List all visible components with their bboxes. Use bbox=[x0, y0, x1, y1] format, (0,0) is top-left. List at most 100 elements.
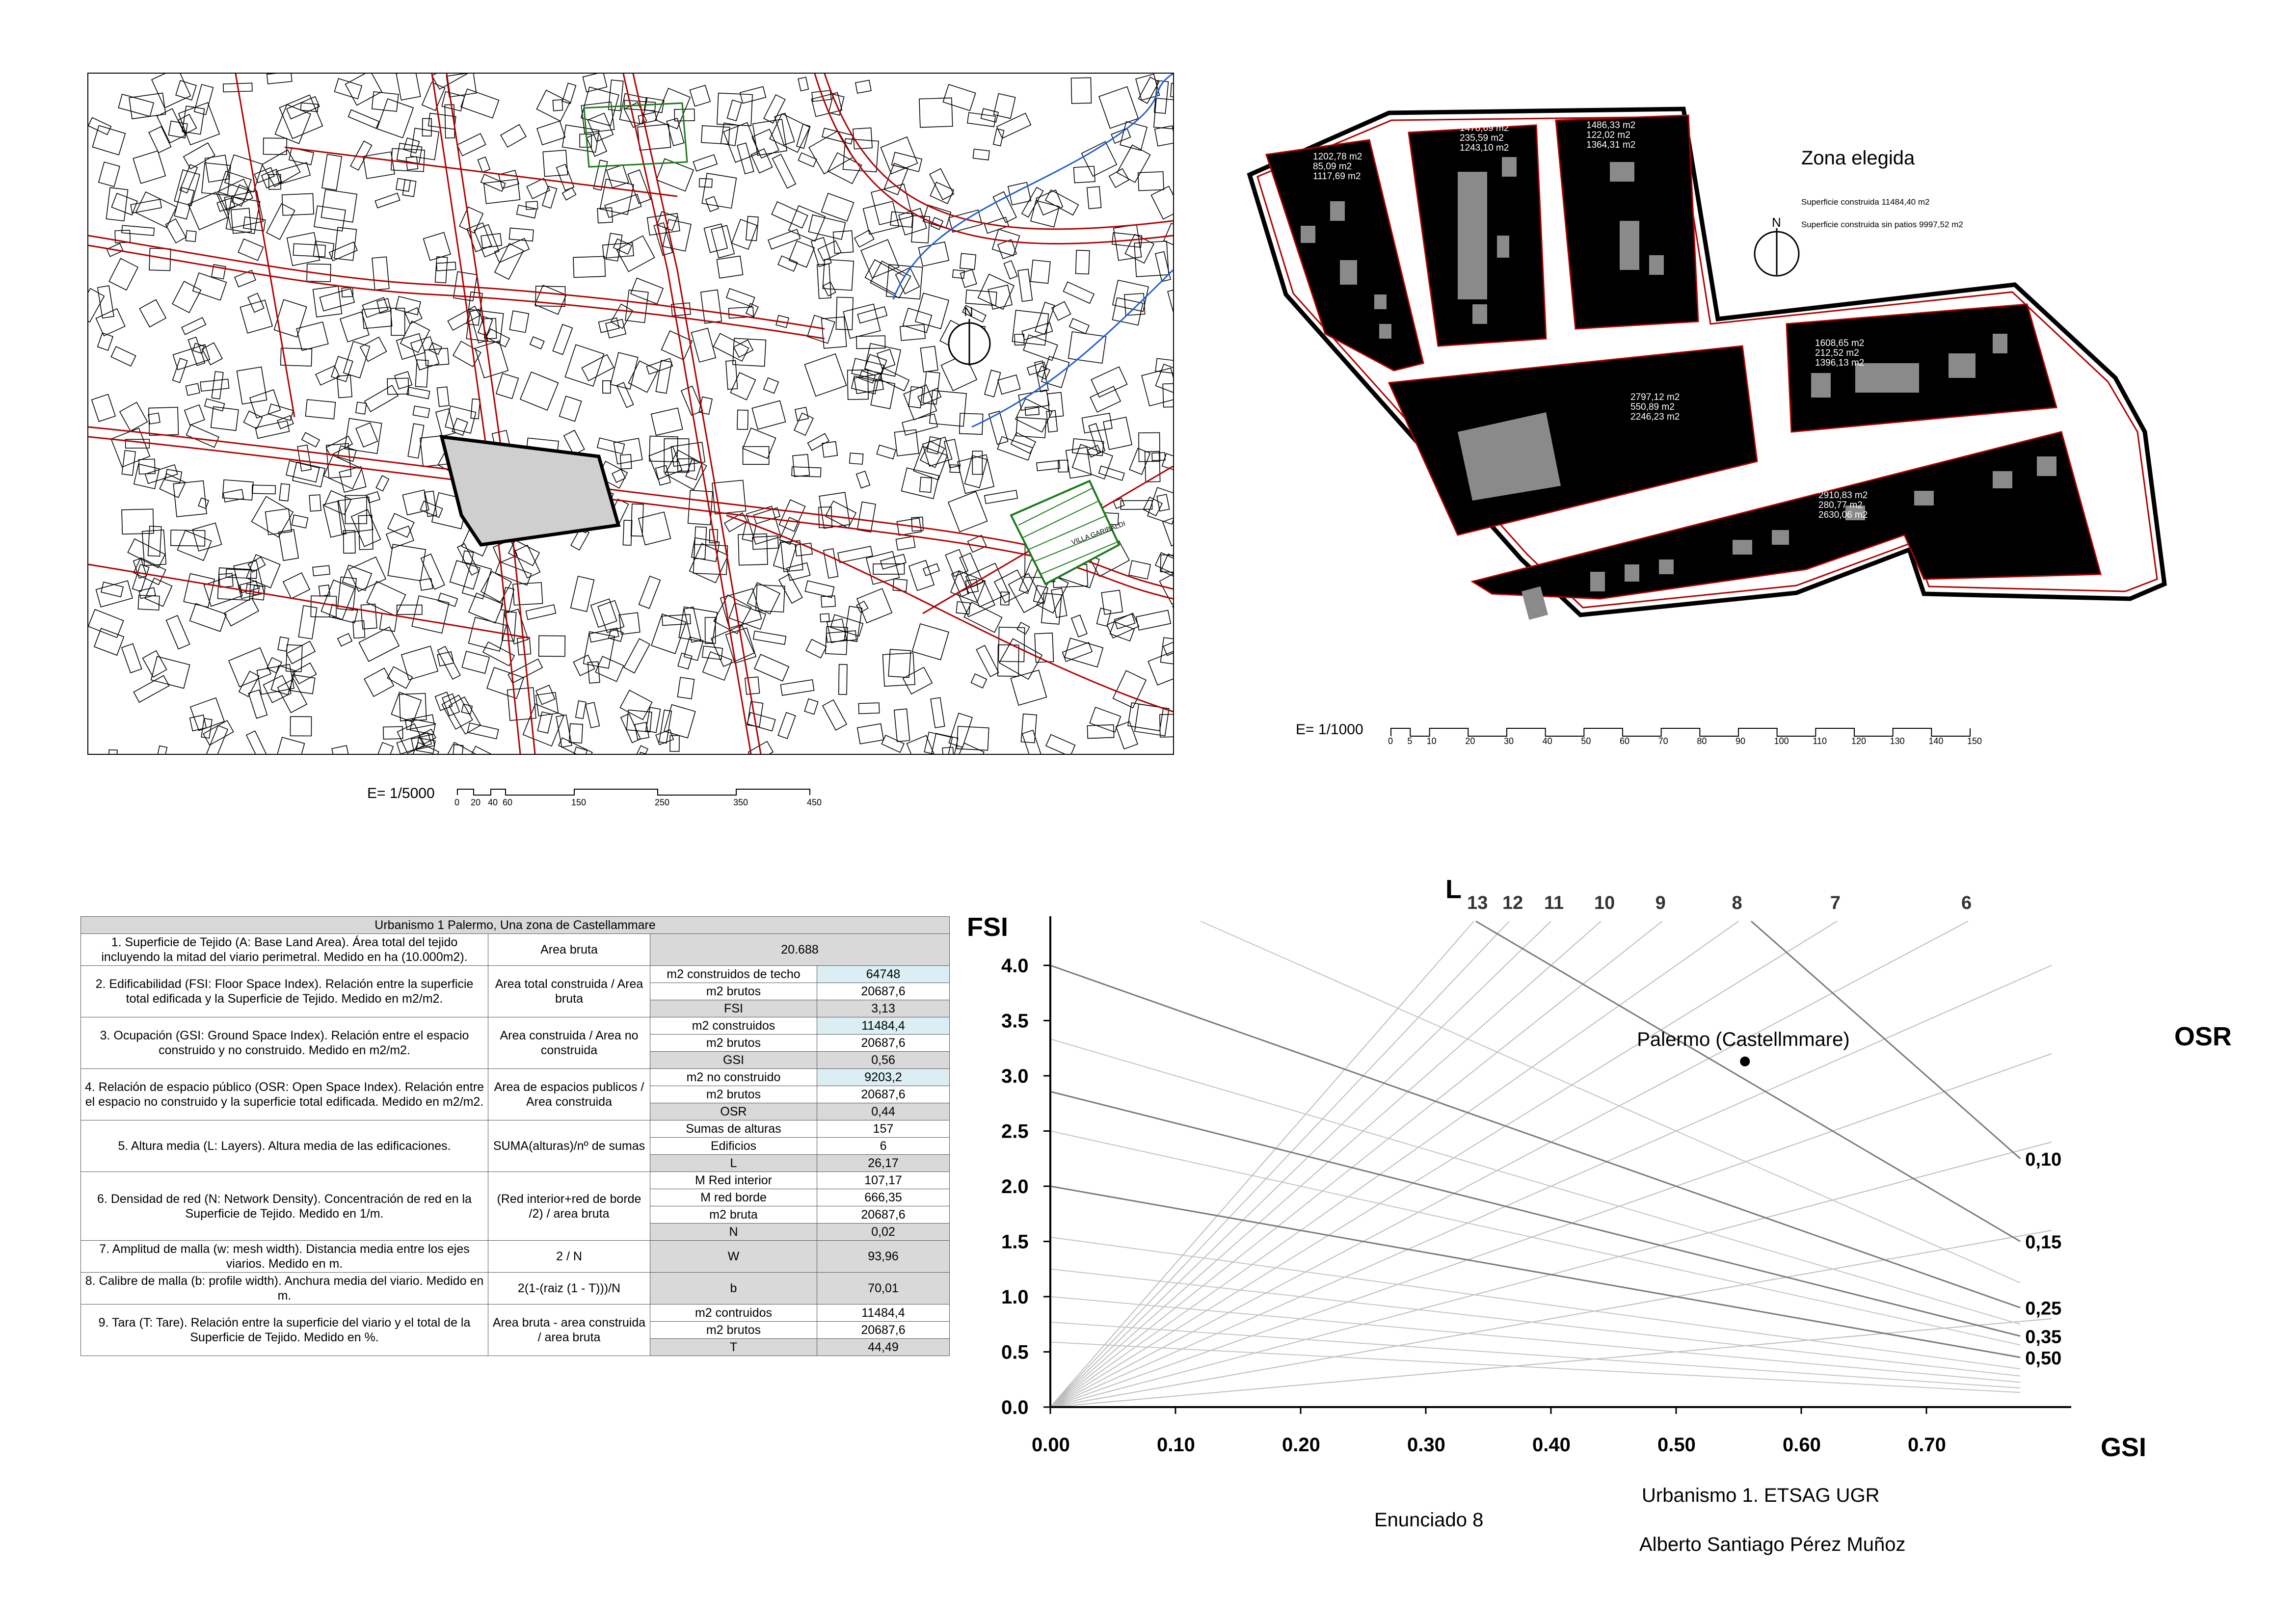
map-building bbox=[908, 559, 935, 591]
map-building bbox=[277, 636, 290, 652]
map-building bbox=[282, 572, 311, 599]
map-building bbox=[552, 323, 573, 355]
l-line bbox=[1050, 921, 1474, 1408]
map-building bbox=[1167, 285, 1173, 322]
map-building bbox=[1112, 670, 1147, 709]
map-building bbox=[1159, 713, 1173, 738]
map-building bbox=[808, 130, 854, 175]
zone-drawing: N bbox=[1247, 106, 2167, 620]
map-building bbox=[922, 563, 940, 577]
map-building bbox=[139, 299, 167, 328]
map-building bbox=[204, 155, 230, 183]
map-building bbox=[878, 367, 910, 392]
map-building bbox=[256, 664, 295, 695]
map-building bbox=[610, 303, 634, 329]
map-building bbox=[1163, 222, 1173, 249]
map-building bbox=[1138, 432, 1160, 462]
map-building bbox=[509, 310, 530, 333]
map-building bbox=[144, 577, 173, 607]
map-building bbox=[880, 136, 918, 175]
map-building bbox=[737, 409, 749, 430]
map-building bbox=[855, 80, 872, 94]
map-building bbox=[298, 605, 318, 639]
zone-scale-tick: 120 bbox=[1851, 736, 1867, 746]
map-building bbox=[980, 108, 999, 123]
palermo-point-label: Palermo (Castellmmare) bbox=[1637, 1029, 1849, 1050]
map-building bbox=[179, 164, 198, 194]
map-building bbox=[437, 645, 461, 680]
map-building bbox=[683, 606, 701, 643]
map-building bbox=[710, 624, 755, 667]
map-building bbox=[1068, 318, 1090, 334]
map-building bbox=[691, 537, 720, 562]
map-building bbox=[713, 333, 749, 362]
map-building bbox=[913, 446, 948, 480]
osr-line bbox=[1050, 1130, 2021, 1346]
l-line bbox=[1050, 921, 1969, 1408]
map-building bbox=[376, 98, 414, 138]
l-line bbox=[1050, 921, 1838, 1408]
map-building bbox=[267, 403, 294, 421]
map-building bbox=[1116, 144, 1151, 183]
map-streets bbox=[88, 74, 1173, 754]
map-building bbox=[680, 385, 703, 416]
map-building bbox=[608, 628, 624, 642]
map-building bbox=[359, 336, 387, 362]
map-building bbox=[967, 112, 996, 128]
map-building bbox=[340, 311, 370, 343]
map-building bbox=[383, 726, 403, 740]
map-building bbox=[638, 511, 671, 546]
map-building bbox=[337, 374, 352, 399]
y-tick-label: 2.5 bbox=[1001, 1121, 1029, 1143]
map-building bbox=[919, 97, 953, 128]
zone-scale-tick: 50 bbox=[1581, 736, 1591, 746]
map-building bbox=[835, 296, 854, 330]
map-building bbox=[165, 218, 187, 244]
map-building bbox=[870, 260, 911, 299]
map-building bbox=[638, 111, 658, 125]
map-building bbox=[822, 128, 854, 145]
l-line bbox=[1050, 1053, 2052, 1408]
map-building bbox=[705, 196, 719, 213]
map-building bbox=[502, 611, 517, 642]
map-building bbox=[864, 259, 906, 294]
map-building bbox=[1021, 186, 1044, 218]
map-building bbox=[855, 470, 871, 489]
map-building bbox=[222, 489, 244, 503]
map-building bbox=[940, 353, 978, 392]
map-building bbox=[608, 80, 624, 111]
map-building bbox=[804, 353, 847, 397]
map-building bbox=[247, 556, 266, 573]
map-building bbox=[618, 612, 641, 635]
y-tick-label: 3.5 bbox=[1001, 1011, 1029, 1032]
map-building bbox=[998, 638, 1043, 680]
map-drawing: N VILLA GARIBALDI bbox=[88, 74, 1173, 754]
map-building bbox=[376, 298, 392, 314]
map-building bbox=[1134, 240, 1169, 277]
zone-scale-tick: 30 bbox=[1504, 736, 1514, 746]
map-building bbox=[575, 700, 587, 719]
zone-scale-tick: 40 bbox=[1542, 736, 1552, 746]
zone-scale-tick: 90 bbox=[1735, 736, 1746, 746]
map-building bbox=[786, 562, 811, 581]
map-building bbox=[693, 544, 728, 575]
map-building bbox=[1024, 406, 1040, 416]
map-building bbox=[587, 112, 614, 142]
map-building bbox=[582, 74, 608, 93]
map-building bbox=[1068, 331, 1107, 364]
map-building bbox=[462, 550, 474, 564]
map-building bbox=[613, 238, 633, 255]
x-tick-label: 0.30 bbox=[1407, 1434, 1445, 1456]
map-building bbox=[963, 601, 1003, 633]
map-building bbox=[795, 406, 809, 422]
map-building bbox=[403, 137, 420, 154]
map-building bbox=[643, 97, 665, 113]
y-tick-label: 4.0 bbox=[1001, 955, 1029, 977]
map-building bbox=[1063, 281, 1095, 304]
zone-scale-tick: 110 bbox=[1813, 736, 1827, 746]
map-building bbox=[678, 606, 718, 644]
map-building bbox=[1021, 322, 1053, 341]
map-building bbox=[203, 574, 243, 607]
map-building bbox=[468, 592, 504, 624]
y-tick-label: 0.5 bbox=[1001, 1342, 1029, 1363]
